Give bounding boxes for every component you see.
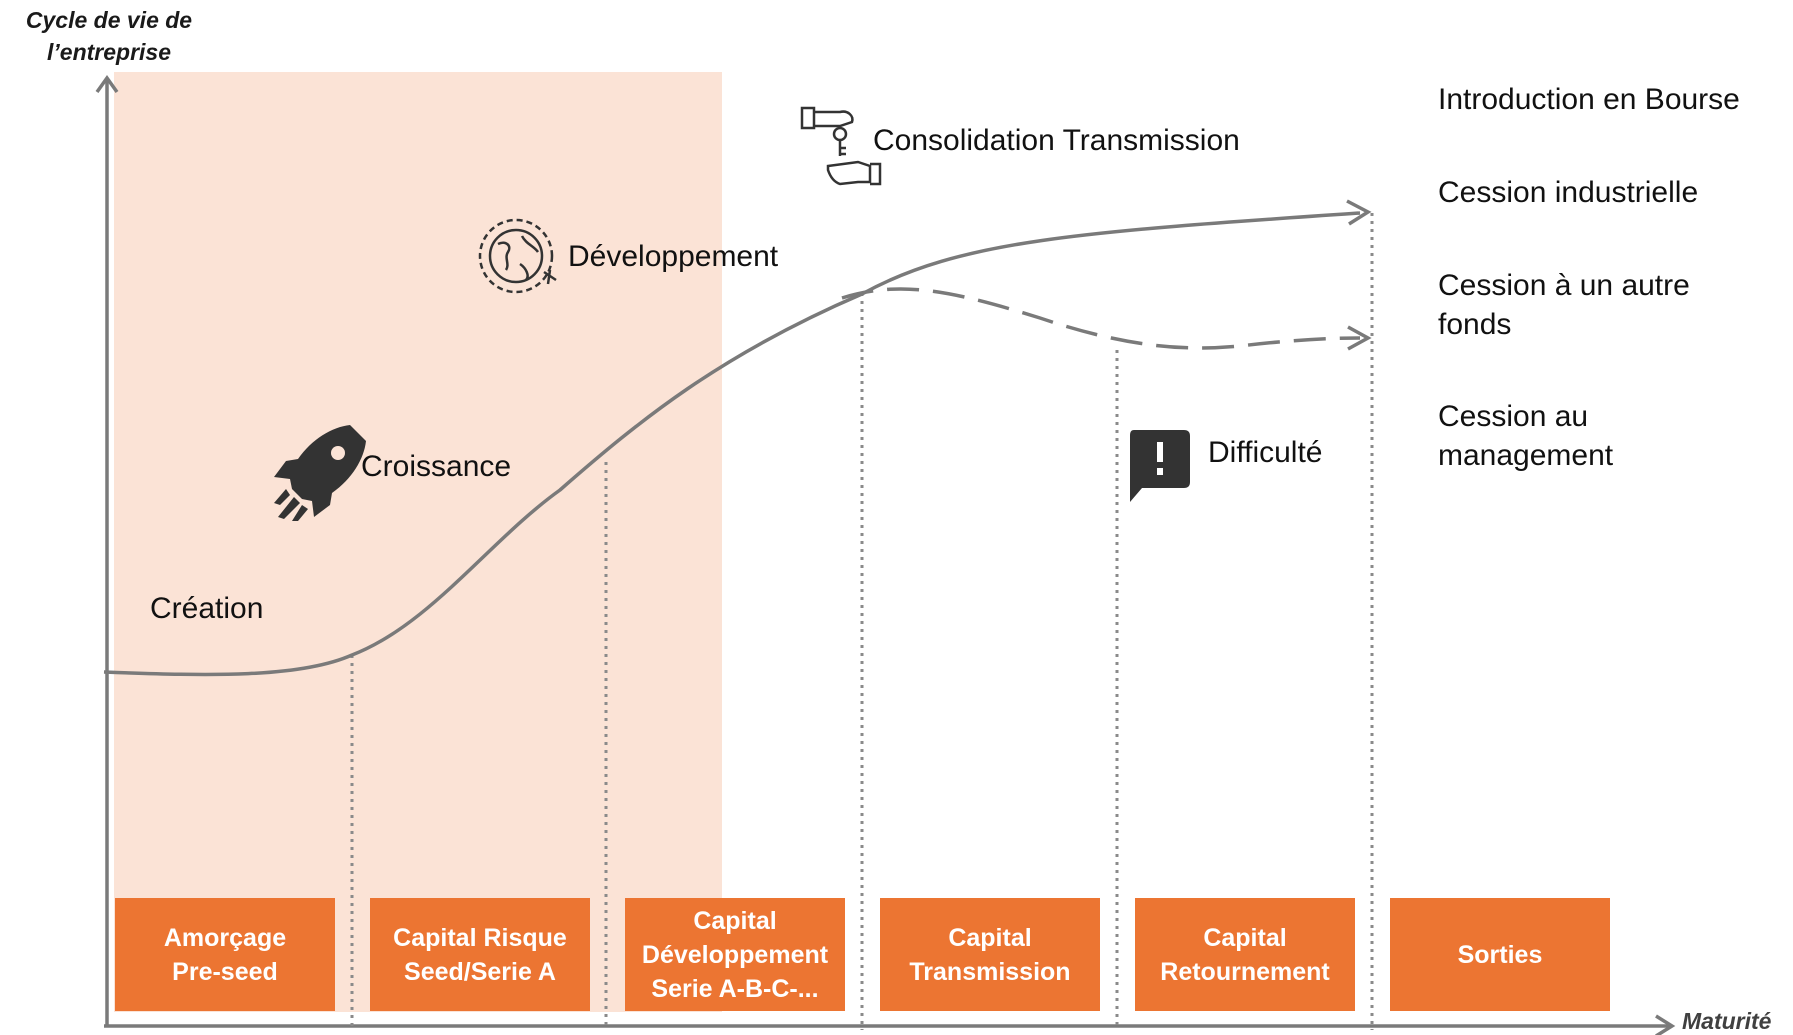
rocket-icon — [274, 425, 366, 521]
y-axis — [95, 74, 119, 1026]
y-axis-label: Cycle de vie de l’entreprise — [25, 7, 193, 65]
stage-label-developpement: Développement — [568, 240, 779, 273]
financing-box-amorcage: Amorçage Pre-seed — [115, 898, 335, 1011]
exit-ipo: Introduction en Bourse — [1438, 83, 1740, 116]
stage-label-creation: Création — [150, 592, 264, 625]
stage-separators — [350, 213, 1374, 1030]
exit-management-sale: Cession au management — [1438, 400, 1614, 472]
growth-curve-arrow — [1346, 199, 1372, 226]
difficulty-curve-arrow — [1347, 325, 1372, 351]
early-stage-zone — [114, 72, 722, 1012]
financing-box-capital-risque: Capital Risque Seed/Serie A — [370, 898, 590, 1011]
globe-icon — [478, 218, 557, 294]
stage-label-difficulte: Difficulté — [1208, 436, 1323, 469]
stage-label-croissance: Croissance — [361, 450, 512, 483]
financing-box-capital-retournement: Capital Retournement — [1135, 898, 1355, 1011]
difficulty-curve — [841, 287, 1361, 350]
x-axis — [104, 1014, 1676, 1035]
exit-industrial-sale: Cession industrielle — [1438, 176, 1699, 209]
growth-curve — [103, 211, 1361, 677]
financing-box-capital-transmission: Capital Transmission — [880, 898, 1100, 1011]
stage-label-consolidation: Consolidation Transmission — [873, 124, 1240, 157]
financing-box-sorties: Sorties — [1390, 898, 1610, 1011]
financing-box-capital-developpement: Capital Développement Serie A-B-C-... — [625, 898, 845, 1011]
handover-key-icon — [800, 106, 882, 186]
alert-bubble-icon — [1130, 430, 1190, 502]
x-axis-label: Maturité — [1682, 1008, 1772, 1034]
exit-fund-sale: Cession à un autre fonds — [1438, 269, 1690, 341]
